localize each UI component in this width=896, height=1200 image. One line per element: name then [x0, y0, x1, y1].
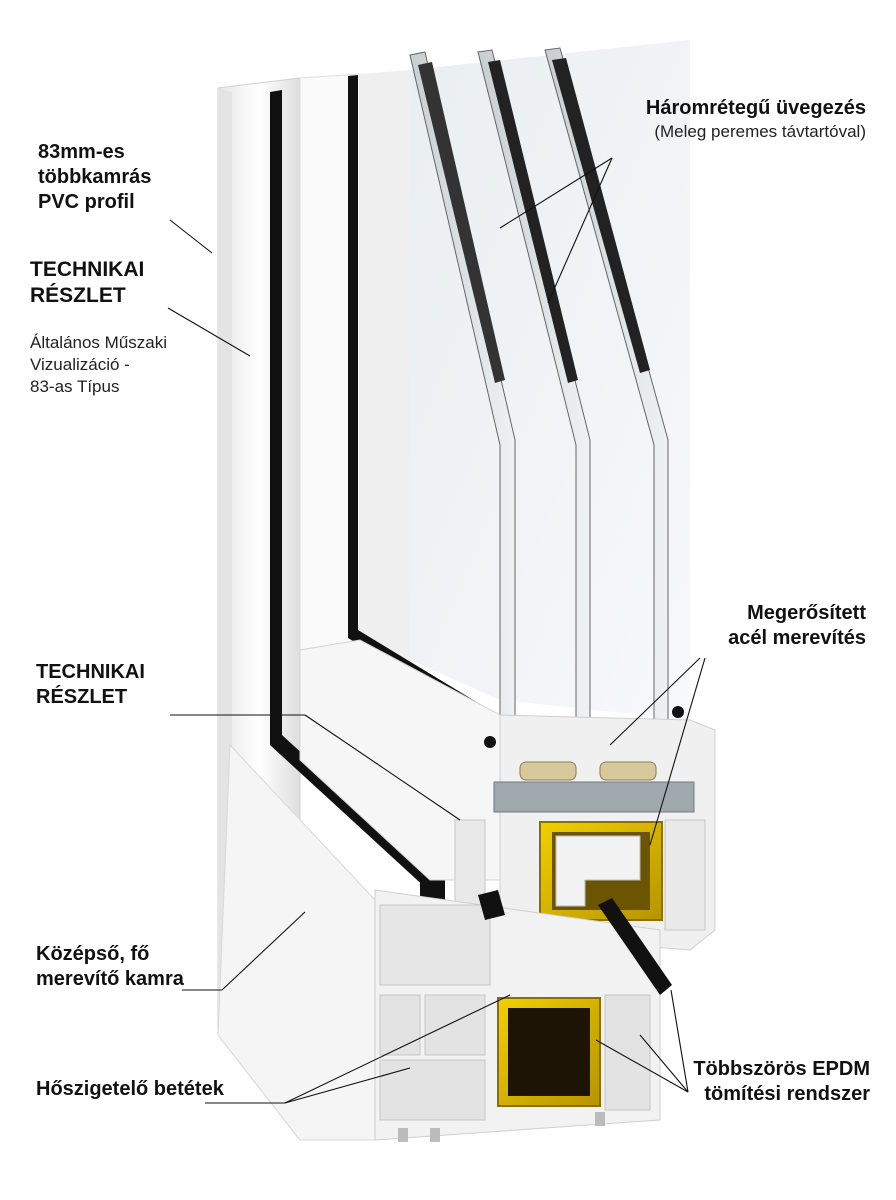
label-chamber-line1: Középső, fő [36, 943, 150, 965]
label-steel-line2: acél merevítés [728, 627, 866, 649]
sash-frame [299, 70, 410, 660]
label-glazing-subtitle: (Meleg peremes távtartóval) [654, 122, 866, 141]
label-seals-line2: tömítési rendszer [704, 1083, 870, 1105]
label-tech2-line2: RÉSZLET [36, 686, 128, 708]
label-insulation: Hőszigetelő betétek [36, 1077, 224, 1102]
label-chamber-line2: merevítő kamra [36, 968, 184, 990]
label-seals: Többszörös EPDM tömítési rendszer [693, 1057, 870, 1107]
label-glazing-title: Háromrétegű üvegezés [645, 97, 866, 119]
label-profile-line3: PVC profil [38, 191, 135, 213]
frame-bottom [217, 743, 661, 1142]
label-glazing: Háromrétegű üvegezés (Meleg peremes távt… [646, 96, 866, 143]
label-chamber: Középső, fő merevítő kamra [36, 942, 184, 992]
label-tech1-line2: RÉSZLET [30, 284, 126, 307]
bottom-sash [299, 639, 716, 951]
label-technikai-top: TECHNIKAI RÉSZLET [30, 257, 144, 309]
label-tech2-line1: TECHNIKAI [36, 661, 145, 683]
label-steel-line1: Megerősített [747, 602, 866, 624]
label-tech1-line1: TECHNIKAI [30, 258, 145, 281]
label-visual-line3: 83-as Típus [30, 377, 120, 396]
epdm-gaskets [478, 706, 684, 995]
label-seals-line1: Többszörös EPDM [693, 1058, 870, 1080]
label-profile-line2: többkamrás [38, 166, 152, 188]
label-technikai-bottom: TECHNIKAI RÉSZLET [36, 660, 145, 710]
label-visualization: Általános Műszaki Vizualizáció - 83-as T… [30, 332, 167, 398]
label-profile-line1: 83mm-es [38, 141, 125, 163]
glass-area [409, 40, 690, 791]
leader-lines [167, 157, 706, 1104]
label-profile: 83mm-es többkamrás PVC profil [38, 140, 151, 215]
label-insulation-text: Hőszigetelő betétek [36, 1078, 224, 1100]
label-steel: Megerősített acél merevítés [728, 601, 866, 651]
label-visual-line2: Vizualizáció - [30, 355, 130, 374]
label-visual-line1: Általános Műszaki [30, 333, 168, 352]
